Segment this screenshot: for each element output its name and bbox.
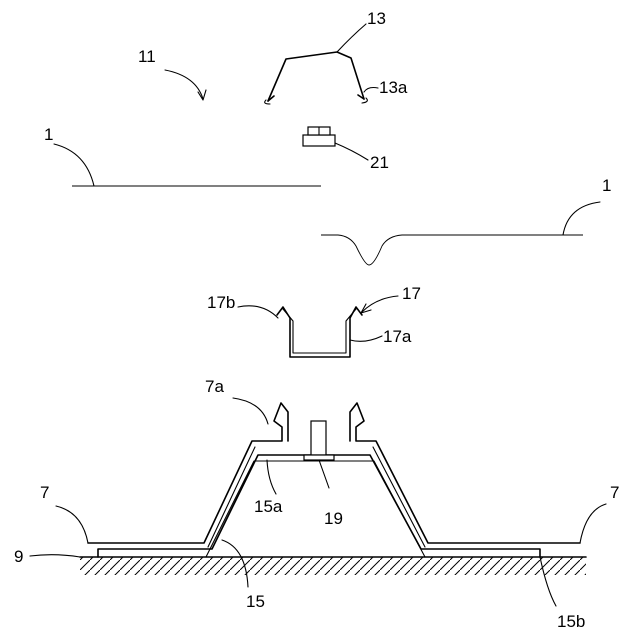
label-assembly: 11: [138, 47, 156, 66]
label-channel-flange: 17b: [207, 293, 235, 312]
bolt-part: [304, 421, 334, 488]
label-channel: 17: [402, 284, 421, 303]
label-nut: 21: [370, 153, 389, 172]
label-cap: 13: [367, 9, 386, 28]
label-panel-left: 1: [44, 125, 53, 144]
label-rail-left: 7: [40, 483, 49, 502]
label-liner-top: 15a: [254, 497, 283, 516]
panel-right: [321, 202, 600, 265]
label-base: 9: [14, 547, 23, 566]
label-cap-hook: 13a: [379, 78, 408, 97]
liner-part: [98, 455, 556, 606]
ground-base: [30, 555, 586, 575]
label-bolt: 19: [324, 509, 343, 528]
label-liner-edge: 15b: [557, 612, 585, 631]
assembly-arrow: [165, 70, 206, 100]
label-liner: 15: [246, 592, 265, 611]
channel-part: [238, 296, 398, 357]
label-rail-tab: 7a: [205, 377, 224, 396]
panel-left: [54, 144, 321, 186]
label-channel-body: 17a: [383, 327, 412, 346]
label-panel-right: 1: [602, 176, 611, 195]
nut-part: [303, 127, 368, 160]
label-rail-right: 7: [610, 483, 619, 502]
cap-part: [265, 24, 378, 104]
